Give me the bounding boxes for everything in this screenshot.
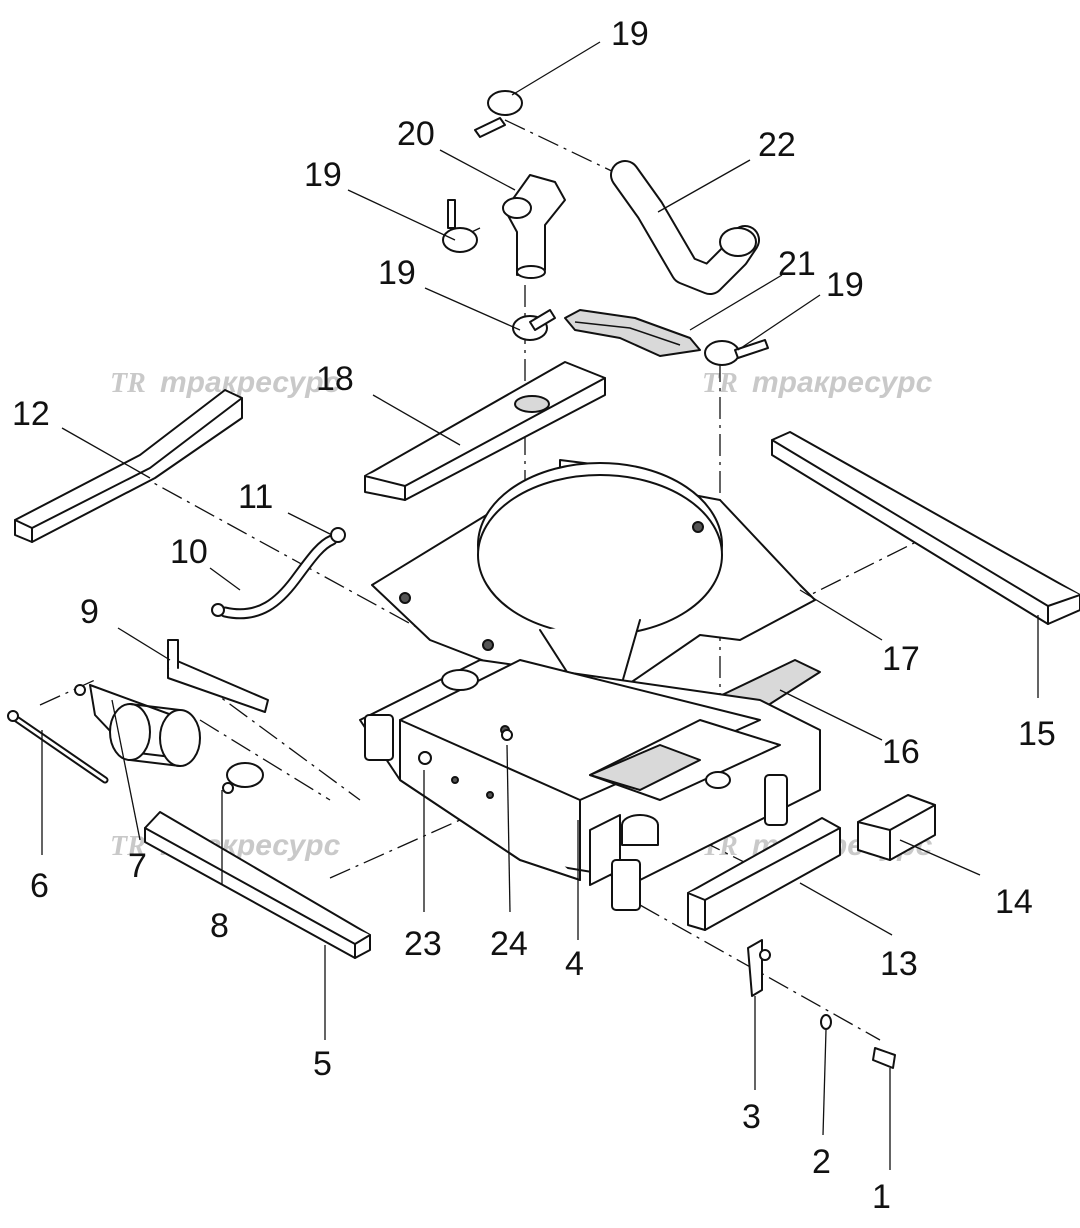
callout-8: 8 <box>210 907 229 945</box>
callout-15: 15 <box>1018 715 1056 753</box>
watermark-top-left: TR тракресурс <box>110 366 341 399</box>
part-19-clamp-left <box>442 199 478 253</box>
callout-17: 17 <box>882 640 920 678</box>
callout-9: 9 <box>80 593 99 631</box>
callout-10: 10 <box>170 533 208 571</box>
callout-20: 20 <box>397 115 435 153</box>
part-5-bottom-bar <box>144 811 371 959</box>
callout-19-right: 19 <box>826 266 864 304</box>
callout-12: 12 <box>12 395 50 433</box>
part-10-hose <box>211 534 338 620</box>
part-11-fitting <box>330 527 346 543</box>
part-4-radiator <box>359 659 821 911</box>
part-24-pin <box>501 729 513 741</box>
part-18-top-bar <box>364 361 606 501</box>
callout-19-top: 19 <box>611 15 649 53</box>
part-14-foam-block <box>857 794 936 861</box>
callout-11: 11 <box>238 478 273 516</box>
part-23-pin <box>418 751 432 765</box>
callout-6: 6 <box>30 867 49 905</box>
callout-13: 13 <box>880 945 918 983</box>
part-9-bracket <box>167 639 269 713</box>
callout-19-mid: 19 <box>378 254 416 292</box>
watermark-logo: TR <box>110 368 146 399</box>
callout-14: 14 <box>995 883 1033 921</box>
watermark-text: тракресурс <box>160 366 341 399</box>
part-19-clamp-mid <box>512 309 556 341</box>
part-6-rod <box>7 710 109 784</box>
part-19-clamp-top <box>474 90 523 138</box>
part-7-receiver-drier <box>74 684 201 767</box>
watermark-text: тракресурс <box>752 366 933 399</box>
part-22-curved-hose <box>610 160 760 295</box>
callout-7: 7 <box>128 847 147 885</box>
callout-23: 23 <box>404 925 442 963</box>
callout-21: 21 <box>778 245 816 283</box>
part-20-elbow-hose <box>502 174 566 279</box>
callout-1: 1 <box>872 1178 891 1216</box>
callout-2: 2 <box>812 1143 831 1181</box>
part-19-clamp-right <box>704 339 769 366</box>
part-15-right-bar <box>771 431 1080 625</box>
callout-5: 5 <box>313 1045 332 1083</box>
part-3-bracket <box>747 939 771 997</box>
leader-lines <box>41 41 1039 1170</box>
callout-18: 18 <box>316 360 354 398</box>
callout-16: 16 <box>882 733 920 771</box>
part-1-bolt <box>872 1047 896 1069</box>
part-13-block <box>687 817 841 931</box>
part-21-seal-strip <box>564 309 701 357</box>
part-8-clamp <box>222 762 264 794</box>
callout-24: 24 <box>490 925 528 963</box>
part-2-washer <box>820 1014 832 1030</box>
callout-3: 3 <box>742 1098 761 1136</box>
part-17-fan-shroud <box>371 459 816 701</box>
watermark-top-right: TR тракресурс <box>702 366 933 399</box>
callout-19-left: 19 <box>304 156 342 194</box>
callout-4: 4 <box>565 945 584 983</box>
callout-labels: 1 2 3 4 5 6 7 8 9 10 11 12 13 14 15 16 1… <box>12 15 1056 1216</box>
callout-22: 22 <box>758 126 796 164</box>
